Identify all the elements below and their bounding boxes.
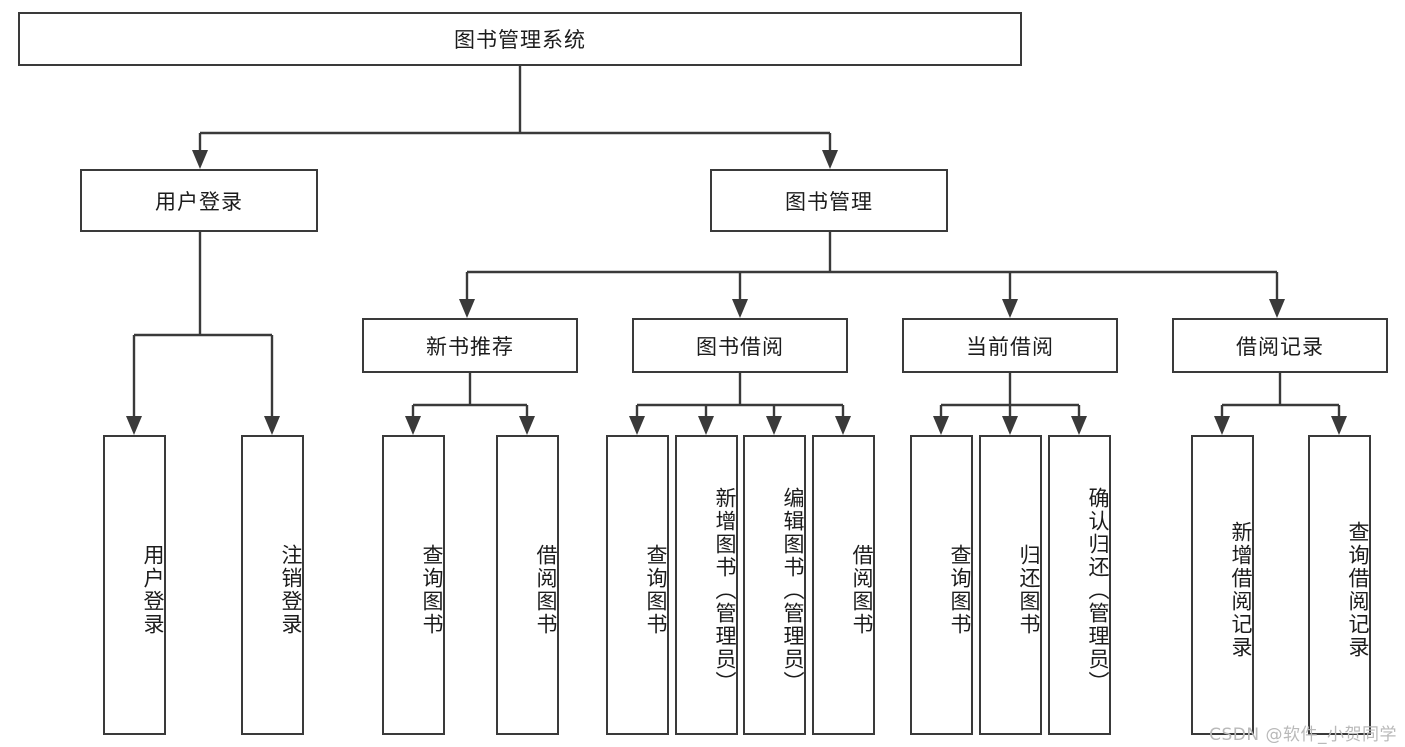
leaf-query-book-borrow-label: 查询图书 [644, 544, 668, 636]
node-book-management[interactable]: 图书管理 [710, 169, 948, 232]
leaf-user-login-label: 用户登录 [141, 544, 165, 636]
node-book-borrow[interactable]: 图书借阅 [632, 318, 848, 373]
leaf-add-borrow-record-label: 新增借阅记录 [1229, 521, 1253, 659]
node-new-book-recommend-label: 新书推荐 [426, 334, 514, 359]
leaf-edit-book-admin-label: 编辑图书（管理员） [781, 486, 805, 694]
node-root[interactable]: 图书管理系统 [18, 12, 1022, 66]
node-borrow-record-label: 借阅记录 [1236, 334, 1324, 359]
leaf-query-book-current[interactable]: 查询图书 [910, 435, 973, 735]
leaf-logout-label: 注销登录 [279, 544, 303, 636]
leaf-query-book-newbook[interactable]: 查询图书 [382, 435, 445, 735]
leaf-borrow-book[interactable]: 借阅图书 [812, 435, 875, 735]
node-borrow-record[interactable]: 借阅记录 [1172, 318, 1388, 373]
node-user-login[interactable]: 用户登录 [80, 169, 318, 232]
leaf-query-borrow-record[interactable]: 查询借阅记录 [1308, 435, 1371, 735]
leaf-logout[interactable]: 注销登录 [241, 435, 304, 735]
leaf-query-book-newbook-label: 查询图书 [420, 544, 444, 636]
leaf-borrow-book-newbook-label: 借阅图书 [534, 544, 558, 636]
leaf-return-book-label: 归还图书 [1017, 544, 1041, 636]
node-book-borrow-label: 图书借阅 [696, 334, 784, 359]
node-current-borrow-label: 当前借阅 [966, 334, 1054, 359]
node-new-book-recommend[interactable]: 新书推荐 [362, 318, 578, 373]
leaf-borrow-book-label: 借阅图书 [850, 544, 874, 636]
leaf-add-book-admin-label: 新增图书（管理员） [713, 486, 737, 694]
leaf-confirm-return-admin-label: 确认归还（管理员） [1086, 486, 1110, 694]
leaf-query-book-borrow[interactable]: 查询图书 [606, 435, 669, 735]
node-current-borrow[interactable]: 当前借阅 [902, 318, 1118, 373]
leaf-add-book-admin[interactable]: 新增图书（管理员） [675, 435, 738, 735]
leaf-edit-book-admin[interactable]: 编辑图书（管理员） [743, 435, 806, 735]
leaf-query-book-current-label: 查询图书 [948, 544, 972, 636]
leaf-borrow-book-newbook[interactable]: 借阅图书 [496, 435, 559, 735]
node-book-management-label: 图书管理 [785, 189, 873, 214]
node-root-label: 图书管理系统 [454, 28, 586, 52]
leaf-confirm-return-admin[interactable]: 确认归还（管理员） [1048, 435, 1111, 735]
node-user-login-label: 用户登录 [155, 189, 243, 214]
watermark: CSDN @软件_小贺同学 [1209, 725, 1397, 745]
leaf-return-book[interactable]: 归还图书 [979, 435, 1042, 735]
leaf-add-borrow-record[interactable]: 新增借阅记录 [1191, 435, 1254, 735]
leaf-query-borrow-record-label: 查询借阅记录 [1346, 521, 1370, 659]
leaf-user-login[interactable]: 用户登录 [103, 435, 166, 735]
